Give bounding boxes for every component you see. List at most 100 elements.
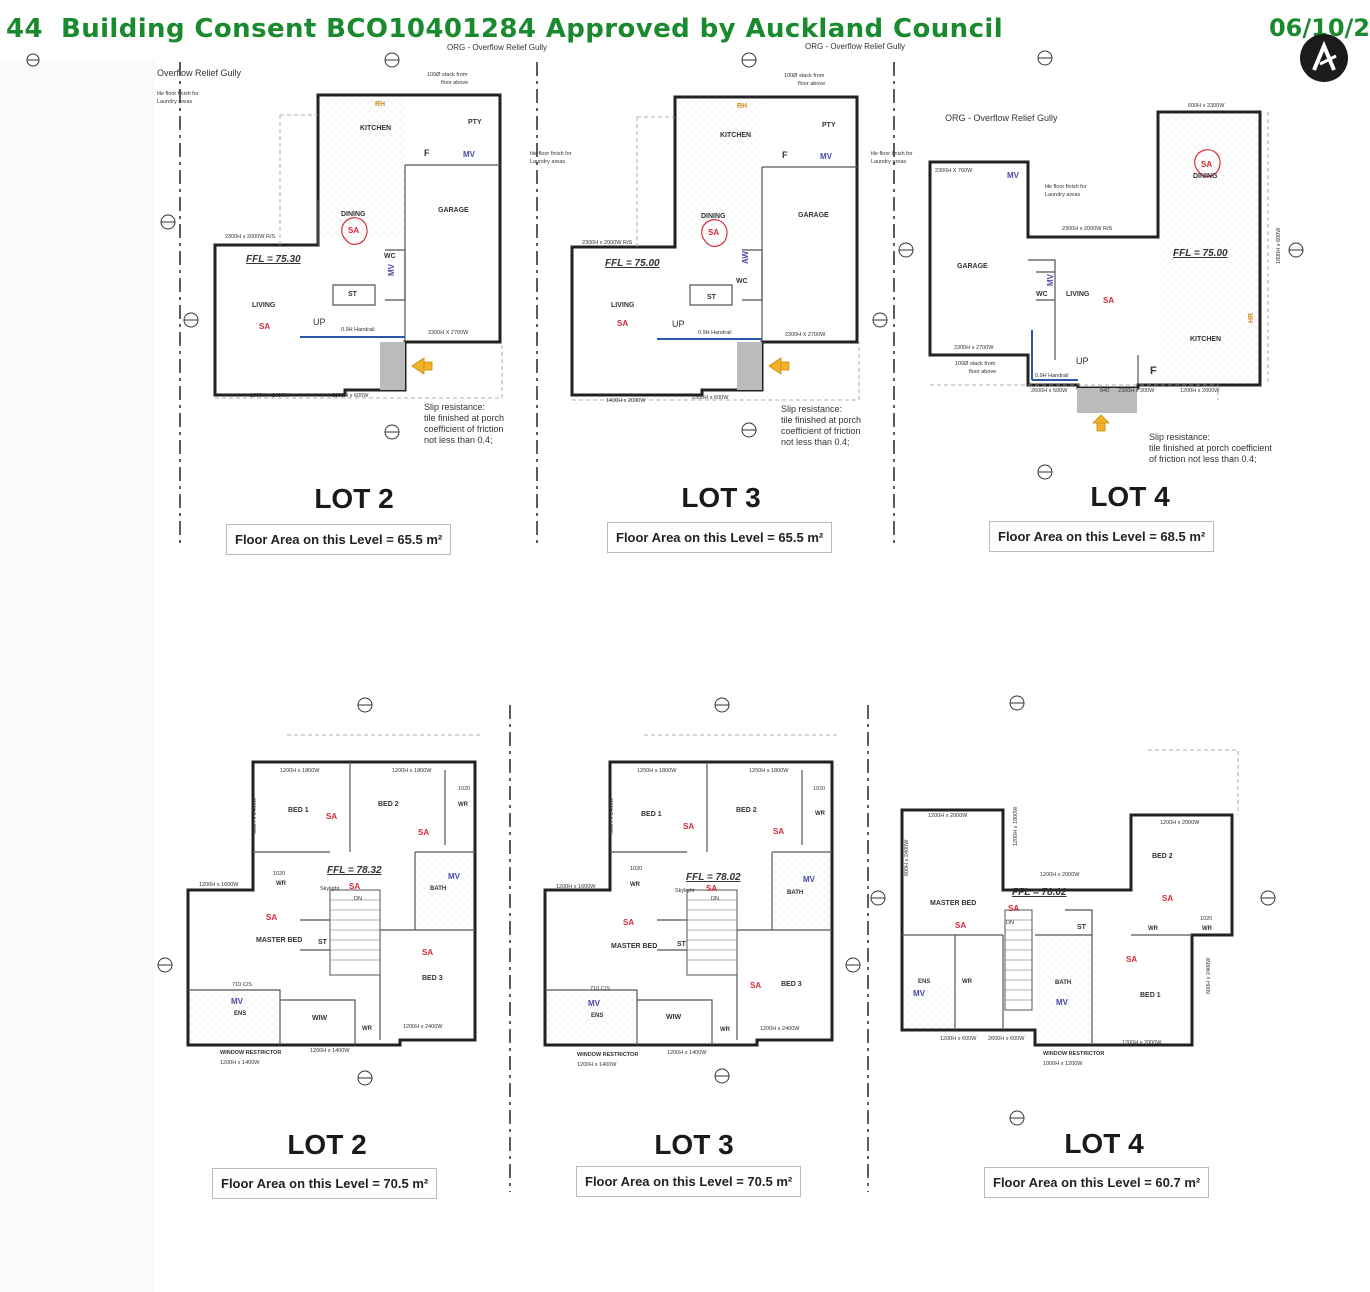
svg-text:WIW: WIW [666,1014,682,1021]
svg-text:2300H x 600W: 2300H x 600W [692,395,729,401]
svg-text:1200H x 1600W: 1200H x 1600W [199,882,239,888]
svg-text:1200H x 1400W: 1200H x 1400W [577,1062,617,1068]
svg-text:ST: ST [318,939,328,946]
svg-text:BED 1: BED 1 [288,807,309,814]
section-marker-icon [1037,50,1053,66]
svg-text:710 C/S: 710 C/S [590,986,610,992]
section-marker-icon [26,53,40,67]
svg-text:1800H x 600W: 1800H x 600W [1276,227,1282,264]
ground-floor-plan-lot-3: ORG - Overflow Relief Gully 100Ø stack f… [570,42,913,447]
staircase [686,889,738,976]
svg-text:SA: SA [422,948,433,957]
section-marker-icon [714,1068,730,1084]
svg-text:WR: WR [815,811,826,817]
svg-text:DN: DN [354,896,362,902]
svg-text:KITCHEN: KITCHEN [720,132,751,139]
svg-text:BATH: BATH [1055,980,1071,986]
scan-margin [0,60,155,1292]
company-logo-icon [1300,34,1348,82]
lot-title: LOT 2 [314,483,394,514]
svg-text:DN: DN [1006,920,1014,926]
svg-text:FFL = 78.32: FFL = 78.32 [327,865,382,876]
svg-text:1200H x 2000W: 1200H x 2000W [1160,820,1200,826]
svg-text:ORG - Overflow Relief Gully: ORG - Overflow Relief Gully [945,113,1058,123]
floor-area-label: Floor Area on this Level = 60.7 m² [984,1167,1210,1198]
svg-text:ENS: ENS [918,979,930,985]
sheet-number: 44 [6,14,43,44]
svg-text:MV: MV [820,152,833,161]
svg-text:1020: 1020 [630,866,642,872]
svg-text:Slip resistance:: Slip resistance: [1149,432,1210,442]
svg-text:MASTER BED: MASTER BED [611,943,657,950]
lot-title: LOT 4 [1064,1128,1144,1159]
svg-text:LIVING: LIVING [252,302,276,309]
porch-area [737,342,762,390]
svg-text:2300H X 760W: 2300H X 760W [935,168,973,174]
svg-text:WR: WR [720,1027,731,1033]
svg-text:SA: SA [617,319,628,328]
svg-text:1200H x 1800W: 1200H x 1800W [280,768,320,774]
svg-text:DINING: DINING [341,211,366,218]
porch-area [1077,388,1137,413]
svg-text:KITCHEN: KITCHEN [360,125,391,132]
first-floor-plan-lot-4: 1200H x 2000W 1200H x 2000W 1200H x 2000… [900,749,1239,1067]
section-marker-icon [384,52,400,68]
entry-arrow-icon [411,357,433,375]
svg-text:MASTER BED: MASTER BED [256,937,302,944]
svg-text:600H x 2400W: 600H x 2400W [904,839,910,876]
lot-title: LOT 3 [681,482,761,513]
svg-text:BED 2: BED 2 [736,807,757,814]
svg-text:BED 3: BED 3 [781,981,802,988]
svg-text:1200H x 2400W: 1200H x 2400W [403,1024,443,1030]
svg-text:1200H x 2000W: 1200H x 2000W [1040,872,1080,878]
svg-text:MV: MV [803,875,816,884]
section-marker-icon [1009,695,1025,711]
svg-text:2300H x 2000W R/S: 2300H x 2000W R/S [582,240,632,246]
svg-text:FFL = 78.02: FFL = 78.02 [686,872,741,883]
svg-text:1020: 1020 [813,786,825,792]
svg-text:SA: SA [1008,904,1019,913]
svg-text:SA: SA [259,322,270,331]
svg-text:Laundry areas: Laundry areas [1045,192,1080,198]
svg-text:2600H x 600W: 2600H x 600W [1031,388,1068,394]
svg-text:MASTER BED: MASTER BED [930,900,976,907]
section-marker-icon [183,312,199,328]
svg-text:FFL = 75.00: FFL = 75.00 [605,258,660,269]
svg-text:0.9H Handrail: 0.9H Handrail [341,327,375,333]
svg-text:tile finished at porch coeffic: tile finished at porch coefficient [1149,443,1272,453]
svg-text:2300H x 2000W R/S: 2300H x 2000W R/S [1062,226,1112,232]
svg-text:MV: MV [1056,998,1069,1007]
section-marker-icons [26,50,1304,1126]
svg-text:SA: SA [349,882,360,891]
svg-text:2600H x 600W: 2600H x 600W [988,1036,1025,1042]
svg-text:100Ø stack from: 100Ø stack from [955,361,996,367]
section-marker-icon [1037,464,1053,480]
svg-text:WC: WC [1036,291,1048,298]
floor-area-label: Floor Area on this Level = 68.5 m² [989,521,1215,552]
svg-text:1200H x 600W: 1200H x 600W [940,1036,977,1042]
svg-text:1200H x 1400W: 1200H x 1400W [220,1060,260,1066]
svg-text:WR: WR [962,979,973,985]
svg-text:WR: WR [362,1026,373,1032]
svg-text:600H x 2300W: 600H x 2300W [1188,103,1225,109]
svg-text:tile floor finish for: tile floor finish for [871,151,913,157]
svg-text:1020: 1020 [458,786,470,792]
svg-text:ST: ST [707,294,717,301]
svg-text:ST: ST [677,941,687,948]
svg-text:1200H x 2000W: 1200H x 2000W [1180,388,1220,394]
svg-text:1200H x 1800W: 1200H x 1800W [637,768,677,774]
section-marker-icon [1260,890,1276,906]
svg-text:of friction not less than 0.4;: of friction not less than 0.4; [1149,454,1257,464]
svg-text:FFL = 78.02: FFL = 78.02 [1012,887,1067,898]
svg-text:MV: MV [387,263,396,276]
svg-text:1200H x 1400W: 1200H x 1400W [667,1050,707,1056]
svg-text:BATH: BATH [787,890,803,896]
svg-text:Laundry areas: Laundry areas [871,159,906,165]
svg-text:SA: SA [683,822,694,831]
svg-text:1200H x 1800W: 1200H x 1800W [392,768,432,774]
svg-text:SA: SA [955,921,966,930]
svg-text:ST: ST [1077,924,1087,931]
floor-area-label: Floor Area on this Level = 65.5 m² [226,524,452,555]
